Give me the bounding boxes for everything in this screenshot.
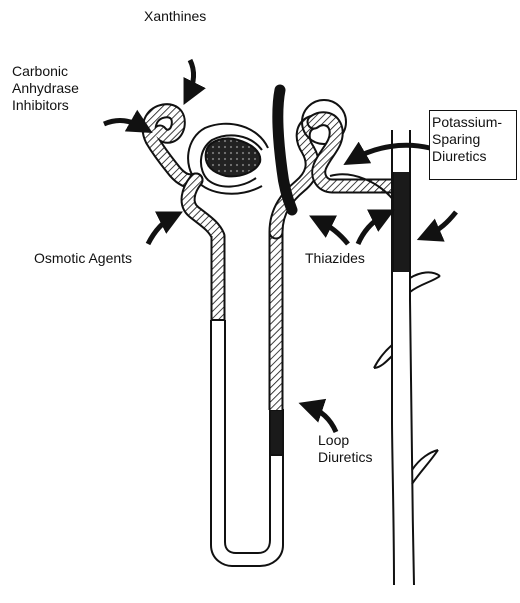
arrow-carbonic-anhydrase bbox=[104, 121, 144, 128]
proximal-tubule bbox=[149, 111, 218, 236]
label-xanthines: Xanthines bbox=[144, 8, 206, 25]
arrow-potassium-sparing-lower bbox=[426, 212, 456, 236]
collecting-duct bbox=[374, 130, 440, 585]
thick-ascending-segment bbox=[278, 90, 292, 210]
glomerulus bbox=[206, 139, 261, 177]
arrow-osmotic-agents bbox=[148, 216, 174, 244]
label-potassium-sparing-diuretics: Potassium- Sparing Diuretics bbox=[432, 114, 516, 165]
label-osmotic-agents: Osmotic Agents bbox=[34, 250, 132, 267]
label-loop-diuretics: Loop Diuretics bbox=[318, 432, 372, 466]
label-carbonic-anhydrase-inhibitors: Carbonic Anhydrase Inhibitors bbox=[12, 63, 79, 114]
ascending-limb bbox=[270, 122, 314, 455]
arrow-loop-diuretics bbox=[308, 406, 336, 432]
label-thiazides: Thiazides bbox=[305, 250, 365, 267]
arrow-thiazides-left bbox=[318, 220, 348, 244]
arrow-xanthines bbox=[188, 60, 194, 96]
arrow-thiazides-right bbox=[358, 214, 386, 244]
